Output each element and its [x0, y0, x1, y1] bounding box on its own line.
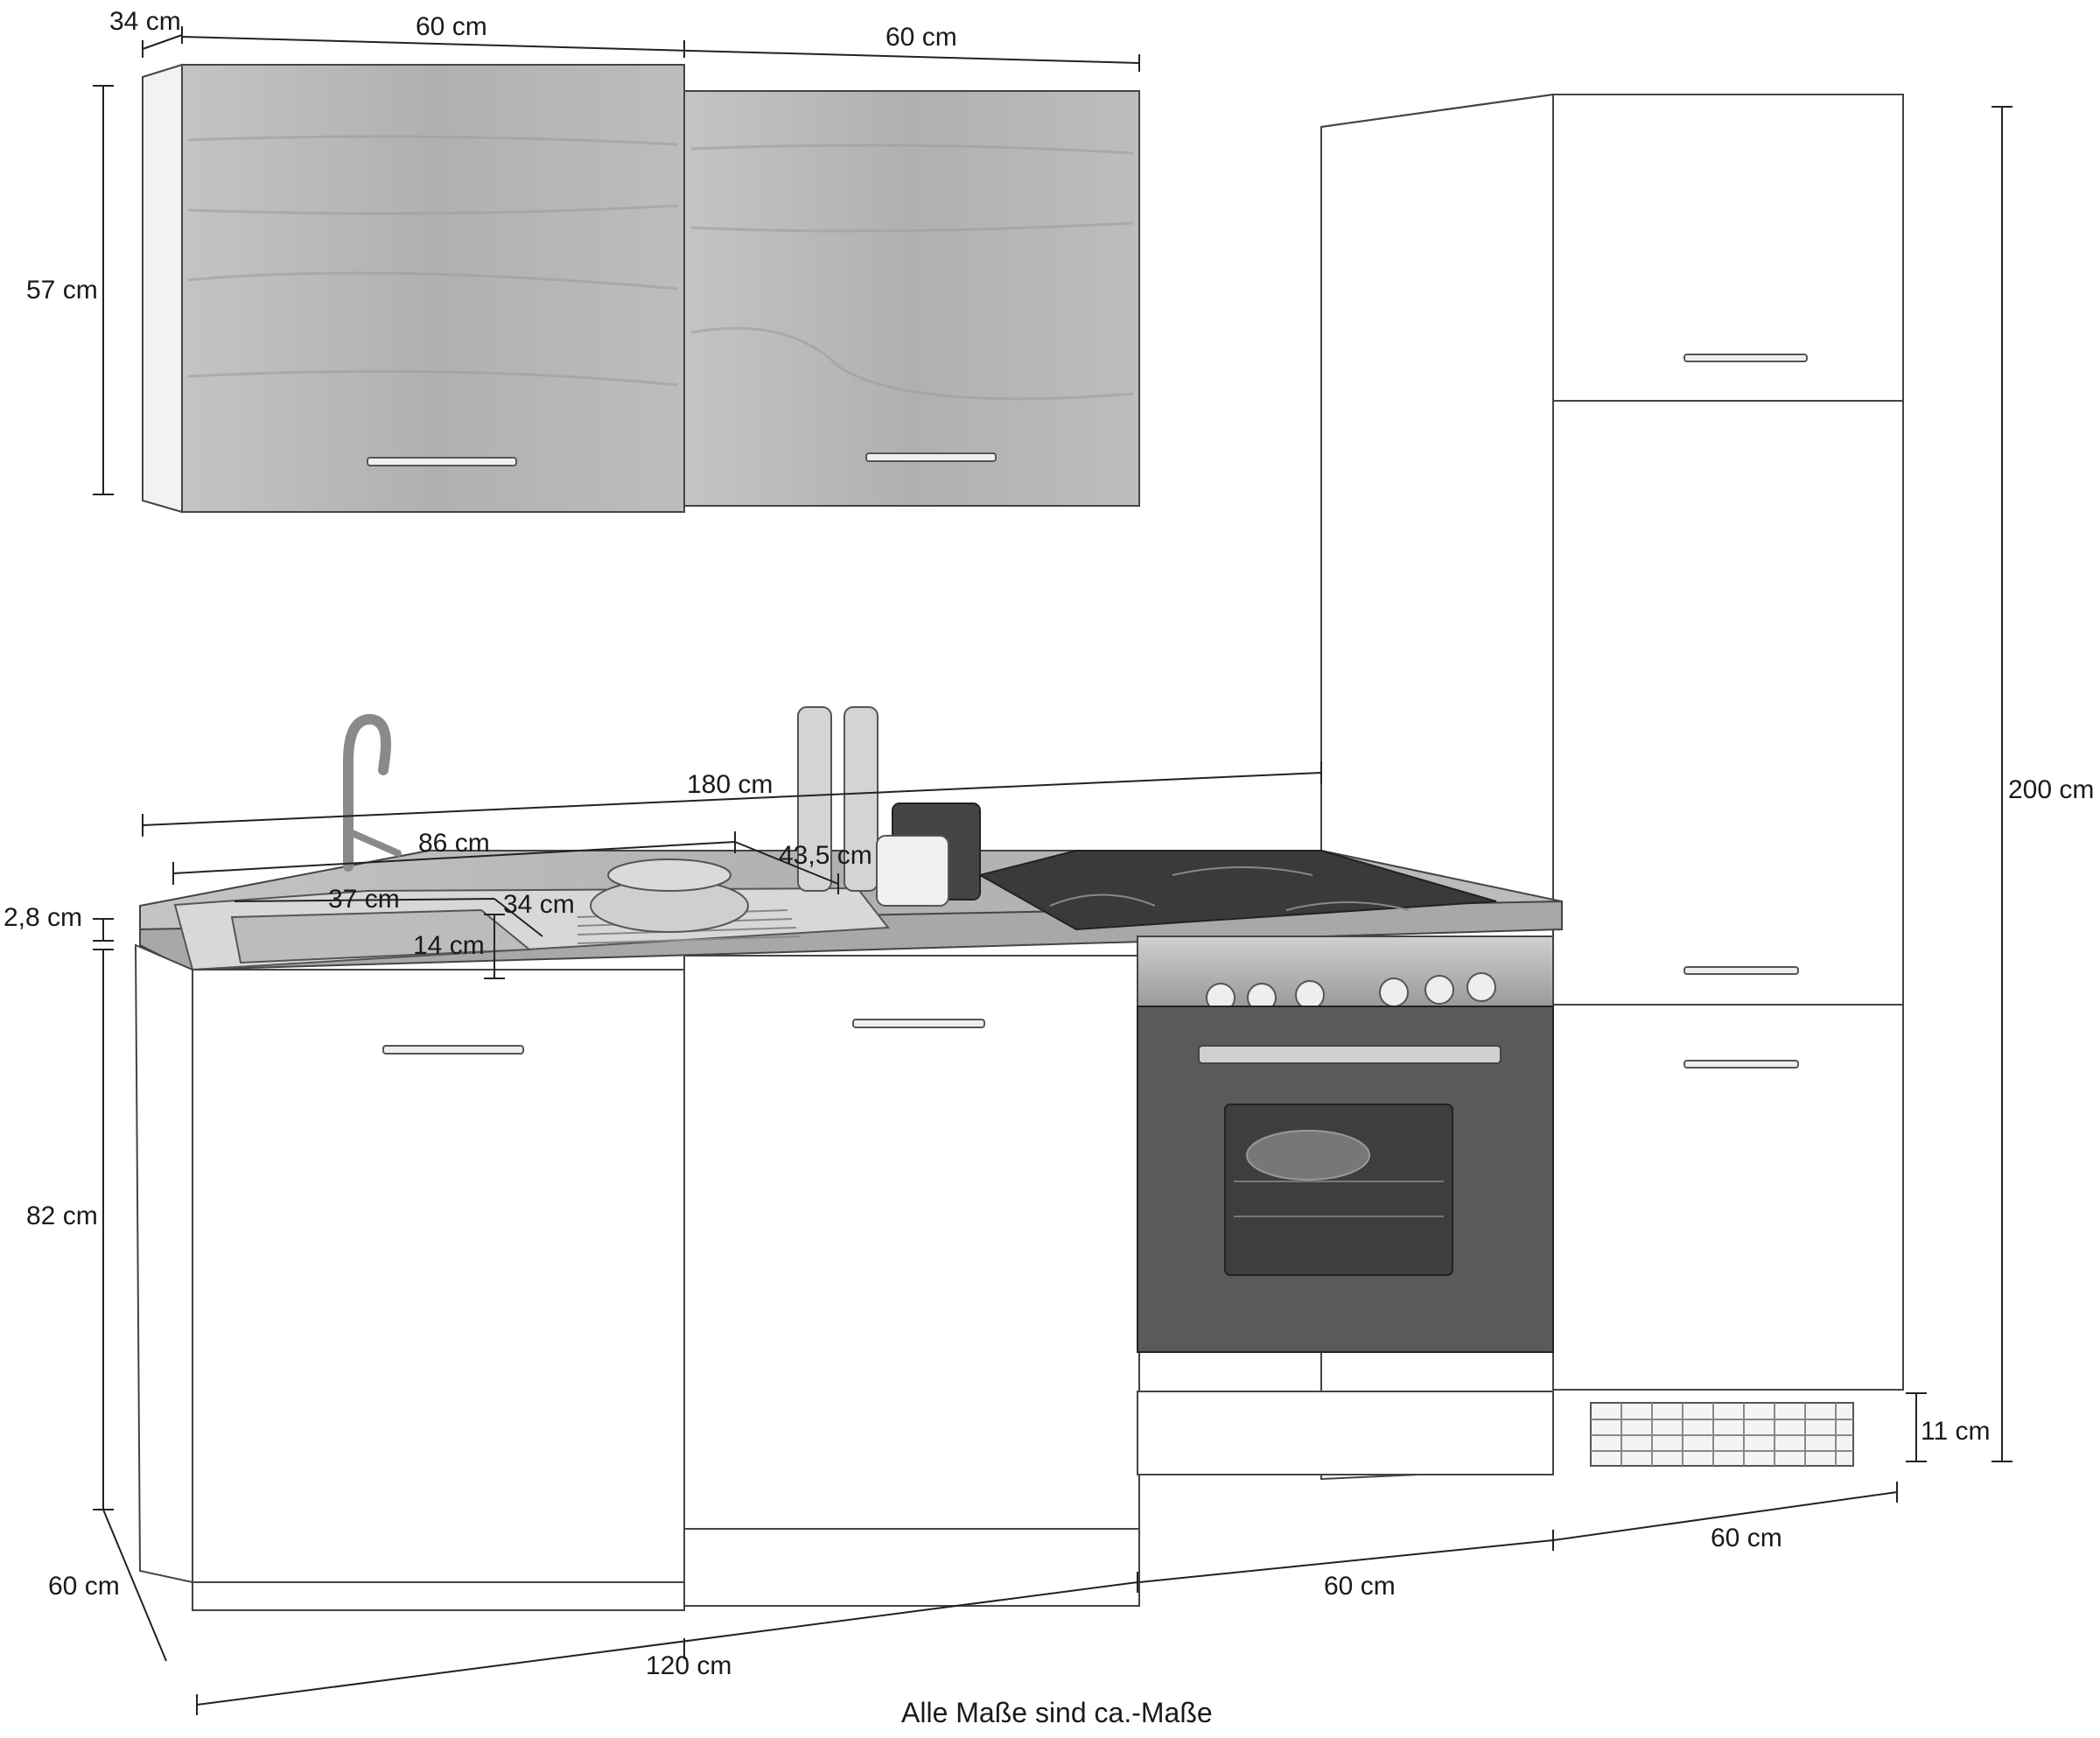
dim-line-worktop: [93, 918, 114, 942]
base-door-left: [192, 969, 685, 1583]
countertop-items: [590, 706, 981, 933]
dim-line-bowl-width: [234, 898, 543, 937]
wood-grain: [187, 135, 1134, 401]
label-tall-height: 200 cm: [2008, 775, 2094, 804]
label-upper-depth: 34 cm: [109, 7, 181, 36]
dim-line-plinth: [1906, 1392, 1927, 1462]
upper-cabinet-side: [142, 63, 183, 514]
dim-line-base-depth: [102, 1509, 167, 1662]
handle-base-left: [382, 1045, 524, 1055]
oven: [1137, 936, 1554, 1475]
pepper-mill-1: [797, 706, 832, 892]
upper-door-left: [181, 64, 685, 513]
faucet: [343, 713, 402, 872]
cooktop: [977, 850, 1497, 931]
handle-tall-bottom: [1684, 1060, 1799, 1069]
dim-line-bowl-height: [484, 914, 505, 979]
cup: [876, 835, 949, 907]
label-plinth-height: 11 cm: [1921, 1417, 1990, 1446]
base-plinth-middle: [683, 1528, 1140, 1607]
handle-tall-top: [1684, 354, 1808, 362]
cooktop-zones: [1049, 866, 1410, 911]
knob-icon: [1466, 972, 1496, 1002]
upper-door-right: [683, 90, 1140, 507]
tall-door-top: [1552, 94, 1904, 402]
label-upper-height: 57 cm: [26, 276, 98, 305]
knob-icon: [1379, 978, 1409, 1007]
pepper-mill-2: [844, 706, 878, 892]
handle-upper-left: [367, 457, 517, 466]
faucet-body: [343, 713, 391, 872]
tall-door-bottom: [1552, 1004, 1904, 1391]
oven-window: [1224, 1104, 1453, 1276]
oven-drawer: [1137, 1391, 1554, 1475]
base-cabinets: [134, 943, 1140, 1611]
sink-bowl: [230, 908, 532, 964]
base-door-middle: [683, 955, 1140, 1530]
upper-cabinet: [142, 63, 1140, 514]
oven-handle: [1198, 1045, 1502, 1064]
handle-upper-right: [865, 452, 997, 462]
dim-line-tall-width: [1552, 1482, 1898, 1541]
knob-icon: [1424, 975, 1454, 1005]
oven-rack: [1234, 1181, 1444, 1217]
base-plinth-left: [192, 1581, 685, 1611]
label-upper-width-left: 60 cm: [416, 12, 487, 41]
bowl-top: [607, 858, 732, 892]
label-base-depth: 60 cm: [48, 1572, 120, 1601]
dim-line-upper-height: [93, 85, 114, 495]
handle-base-middle: [852, 1019, 985, 1028]
label-base-width-sink: 120 cm: [646, 1651, 732, 1680]
faucet-lever: [345, 828, 402, 857]
dim-line-upper-width: [181, 36, 1140, 72]
label-base-width-tall: 60 cm: [1711, 1524, 1782, 1552]
label-base-height: 82 cm: [26, 1202, 98, 1230]
dim-line-base-width: [196, 1572, 1138, 1715]
label-bowl-height: 14 cm: [413, 931, 485, 960]
handle-tall-middle: [1684, 966, 1799, 975]
label-counter-length: 180 cm: [687, 770, 773, 799]
oven-knobs: [1206, 972, 1496, 1013]
dim-line-counter: [142, 761, 1322, 837]
label-bowl-width: 37 cm: [328, 885, 400, 914]
label-bowl-depth: 34 cm: [503, 890, 575, 919]
label-upper-width-right: 60 cm: [886, 23, 957, 52]
label-sink-depth: 43,5 cm: [779, 841, 872, 870]
vent-slots: [1591, 1403, 1853, 1466]
footer-note: Alle Maße sind ca.-Maße: [901, 1697, 1213, 1728]
dim-line-tall-height: [1992, 106, 2012, 1462]
knob-icon: [1295, 980, 1325, 1010]
base-side: [134, 943, 193, 1584]
dim-line-upper-depth: [142, 26, 183, 58]
label-worktop-thickness: 2,8 cm: [4, 903, 82, 932]
dim-line-sink-depth: [734, 841, 839, 894]
baking-dish: [1246, 1130, 1370, 1181]
label-sink-length: 86 cm: [418, 829, 490, 858]
dimension-lines: [93, 26, 2012, 1715]
tall-door-middle: [1552, 400, 1904, 1006]
label-base-width-oven: 60 cm: [1324, 1572, 1396, 1601]
